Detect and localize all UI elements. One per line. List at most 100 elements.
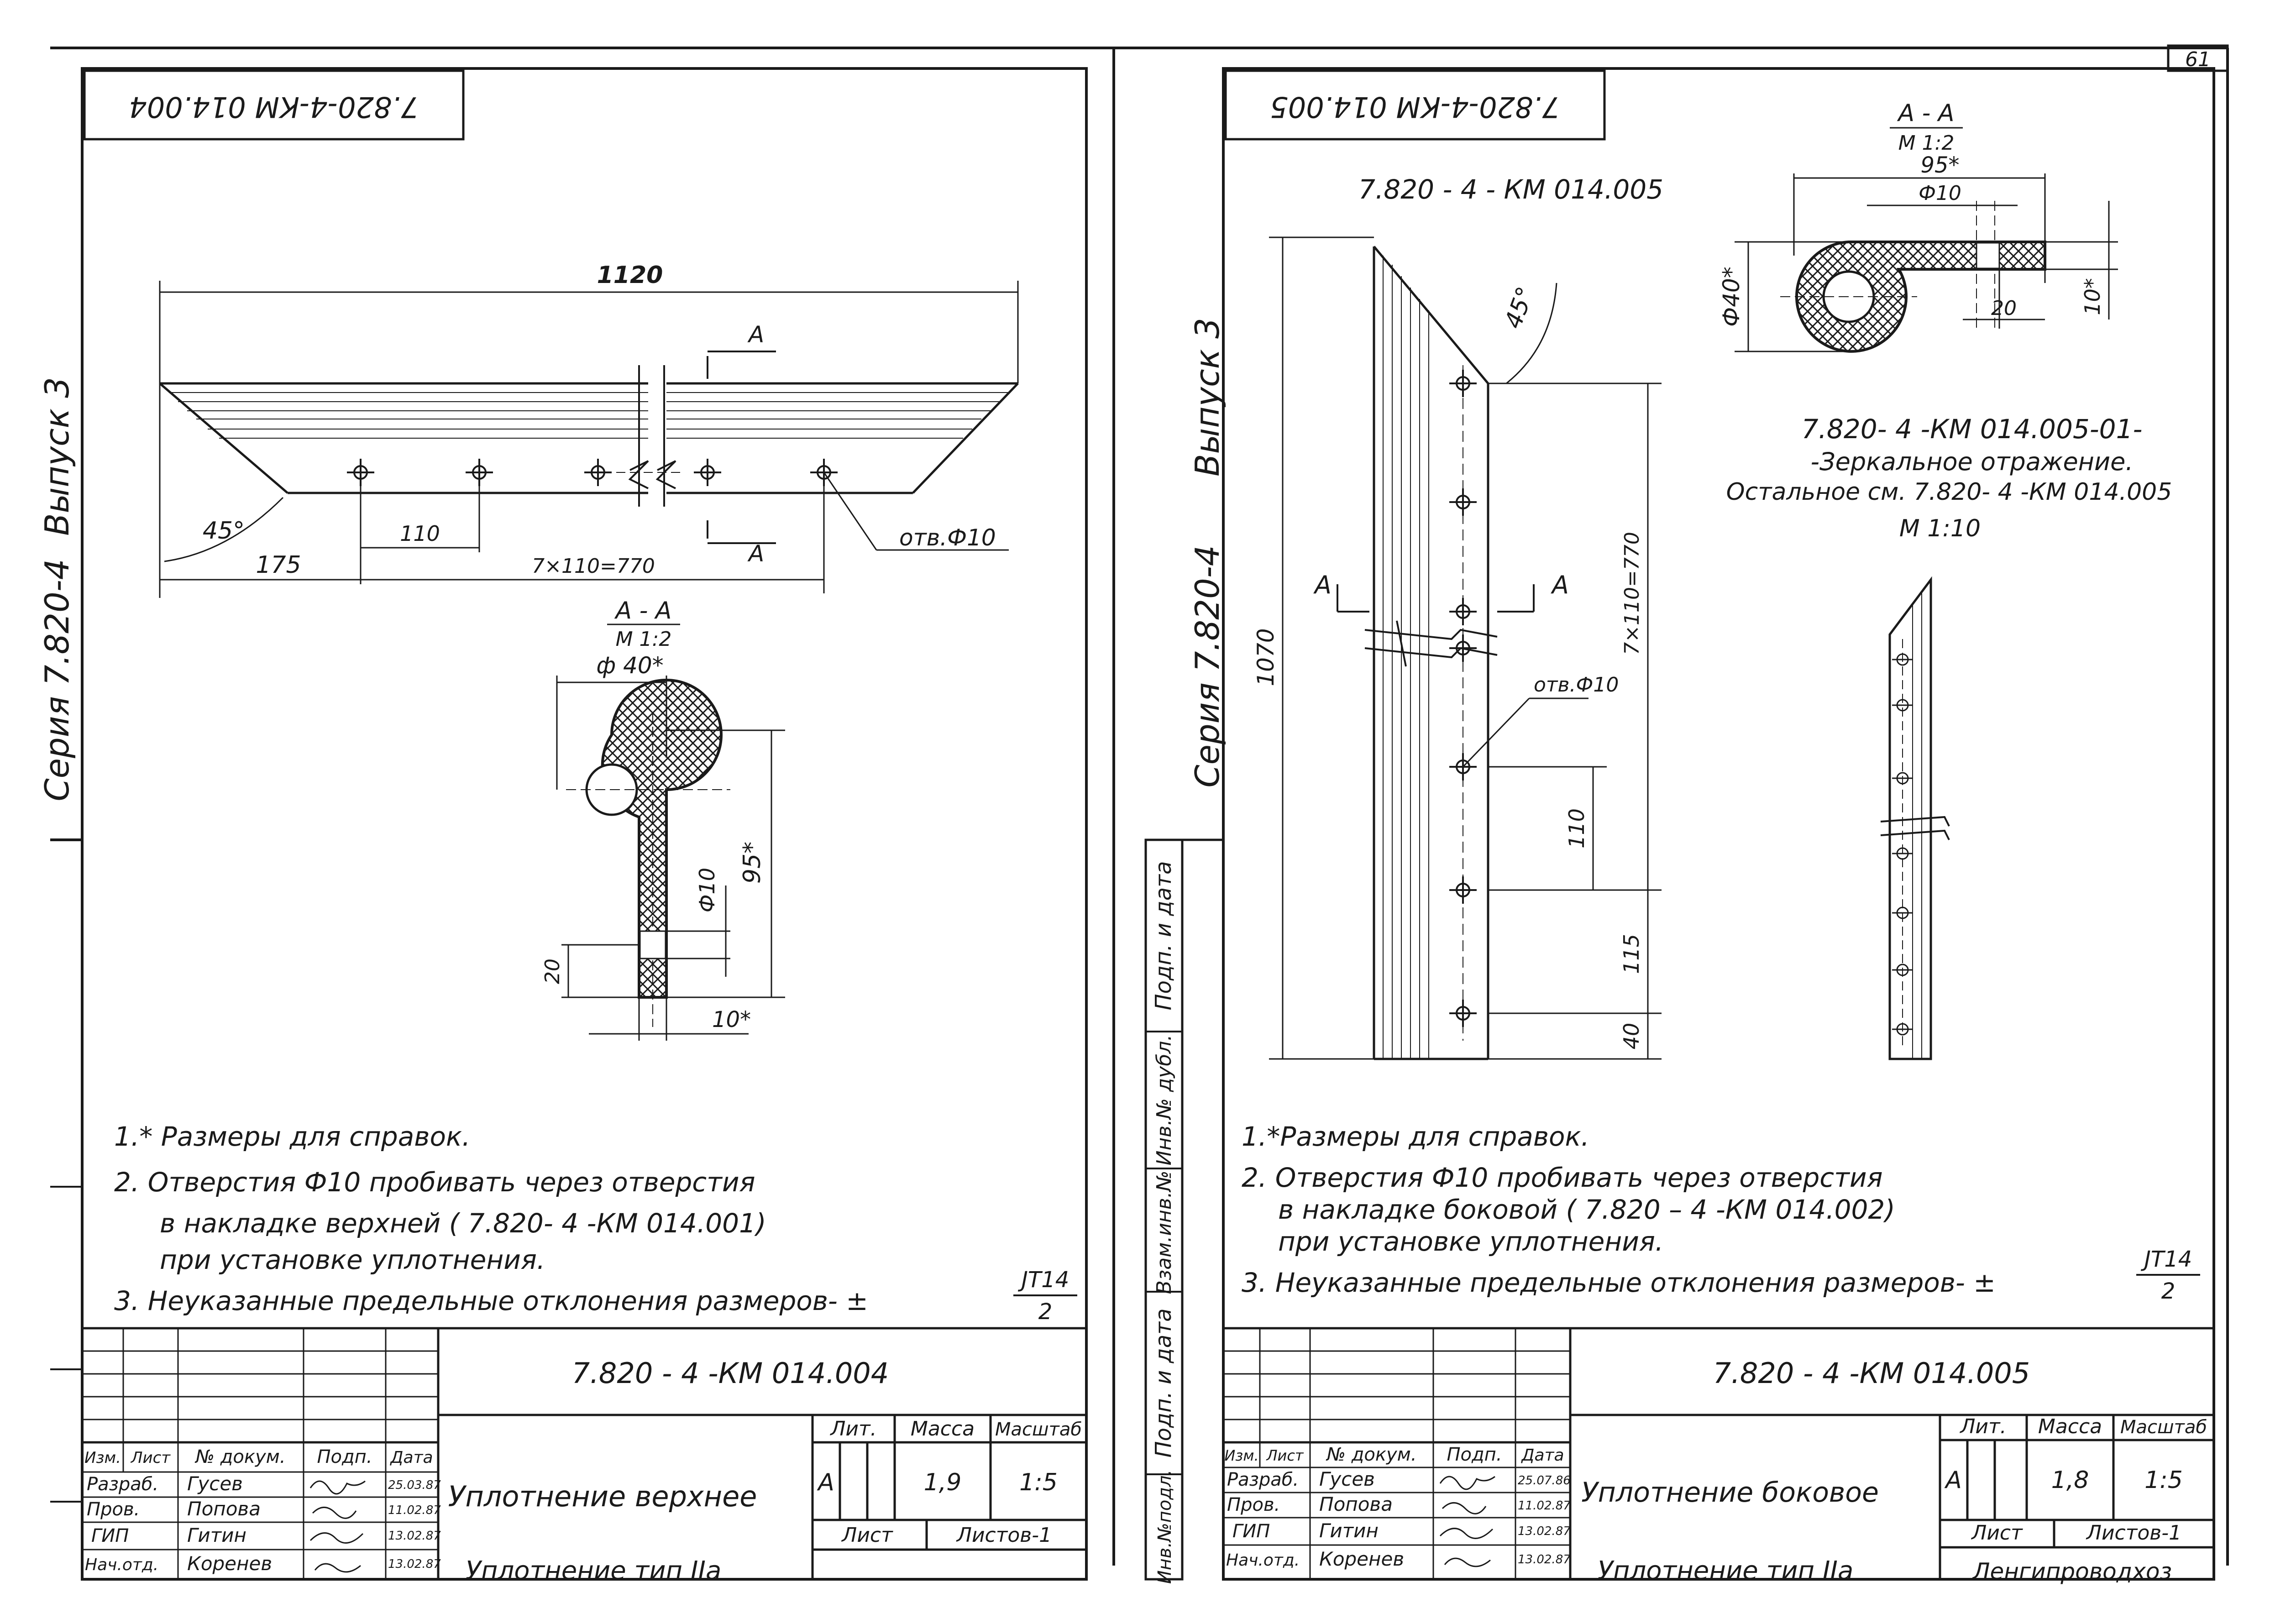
right-lit-label: Лит. bbox=[1959, 1415, 2006, 1438]
left-dim-spacing: 7×110=770 bbox=[532, 555, 655, 578]
right-part-name: Уплотнение боковое bbox=[1581, 1477, 1879, 1509]
right-row4-date: 13.02.87 bbox=[1518, 1553, 1571, 1566]
left-stamp-box: 7.820-4-КМ 014.004 bbox=[83, 69, 465, 141]
left-row3-name: Гитин bbox=[187, 1524, 246, 1546]
right-hdr-date: Дата bbox=[1520, 1446, 1564, 1465]
right-vstamp-2: Инв.№ дубл. bbox=[1153, 1034, 1176, 1165]
left-dim-total: 1120 bbox=[597, 262, 663, 289]
left-sheets-label: Листов-1 bbox=[956, 1524, 1052, 1547]
right-note-1: 1.*Размеры для справок. bbox=[1242, 1121, 1589, 1152]
right-section-scale: М 1:2 bbox=[1898, 131, 1955, 155]
right-note-2c: при установке уплотнения. bbox=[1278, 1226, 1663, 1257]
right-section-aa: А - А М 1:2 95* Ф10 Ф40* 20 10* bbox=[1718, 100, 2118, 353]
left-hole-note: отв.Ф10 bbox=[899, 524, 996, 551]
right-stamp-box: 7.820-4-КМ 014.005 bbox=[1224, 69, 1606, 141]
left-mass-value: 1,9 bbox=[924, 1469, 962, 1496]
left-section-w20: 20 bbox=[541, 959, 564, 984]
right-sheets-label: Листов-1 bbox=[2086, 1521, 2181, 1545]
right-row1-name: Гусев bbox=[1319, 1468, 1375, 1490]
right-part-subname: Уплотнение тип IIа bbox=[1598, 1556, 1854, 1586]
right-row2-name: Попова bbox=[1319, 1493, 1393, 1515]
right-hole-note: отв.Ф10 bbox=[1534, 673, 1619, 697]
left-section-aa: А - А М 1:2 ф 40* 95* Ф10 20 bbox=[541, 597, 785, 1041]
left-hdr-list: Лист bbox=[130, 1449, 171, 1467]
right-row4-name: Коренев bbox=[1319, 1548, 1404, 1570]
right-hdr-list: Лист bbox=[1266, 1447, 1304, 1464]
right-section-thickness: 10* bbox=[2080, 278, 2105, 315]
right-section-w20: 20 bbox=[1991, 297, 2017, 320]
right-signatures bbox=[1439, 1476, 1495, 1567]
right-dim-angle: 45° bbox=[1499, 283, 1540, 332]
left-scale-label: Масштаб bbox=[995, 1419, 1082, 1440]
left-note-3: 3. Неуказанные предельные отклонения раз… bbox=[114, 1285, 868, 1316]
right-row3-date: 13.02.87 bbox=[1518, 1524, 1571, 1538]
right-dim-end2: 40 bbox=[1619, 1023, 1644, 1050]
left-note-1: 1.* Размеры для справок. bbox=[114, 1121, 470, 1152]
right-mirror-part bbox=[1880, 576, 1950, 1060]
left-signatures bbox=[309, 1480, 366, 1573]
left-sheet-label: Лист bbox=[841, 1524, 893, 1547]
left-row4-role: Нач.отд. bbox=[85, 1556, 158, 1574]
left-section-scale: М 1:2 bbox=[616, 628, 672, 651]
right-dimensions: 1070 7×110=770 115 40 110 45° отв.Ф10 А … bbox=[1253, 236, 1662, 1060]
left-row4-name: Коренев bbox=[187, 1552, 272, 1575]
right-row3-name: Гитин bbox=[1319, 1519, 1379, 1542]
right-row4-role: Нач.отд. bbox=[1226, 1551, 1300, 1570]
right-hdr-doc: № докум. bbox=[1326, 1444, 1416, 1465]
left-note-2c: при установке уплотнения. bbox=[160, 1244, 545, 1275]
left-row2-date: 11.02.87 bbox=[388, 1504, 441, 1517]
right-mirror-line1: -Зеркальное отражение. bbox=[1811, 447, 2134, 476]
left-row3-role: ГИП bbox=[91, 1525, 129, 1546]
left-row4-date: 13.02.87 bbox=[388, 1557, 441, 1571]
right-mirror-code: 7.820- 4 -КМ 014.005-01- bbox=[1802, 414, 2143, 445]
right-lit-value: А bbox=[1944, 1467, 1962, 1494]
left-section-mark-top: А bbox=[747, 321, 764, 348]
right-sheet-label: Лист bbox=[1971, 1521, 2023, 1545]
left-series-label: Серия 7.820-4 bbox=[38, 559, 76, 801]
left-dim-offset: 175 bbox=[256, 551, 301, 579]
right-stamp-code: 7.820-4-КМ 014.005 bbox=[1270, 90, 1560, 124]
right-vstamp-3: Взам.инв.№ bbox=[1153, 1171, 1176, 1294]
left-row1-date: 25.03.87 bbox=[388, 1478, 441, 1492]
right-section-width: 95* bbox=[1920, 152, 1959, 178]
left-tol-den: 2 bbox=[1038, 1299, 1053, 1325]
left-lit-label: Лит. bbox=[829, 1417, 876, 1441]
right-section-mark-left: А bbox=[1313, 571, 1332, 599]
right-org: Ленгипроводхоз bbox=[1972, 1558, 2172, 1585]
right-section-title: А - А bbox=[1897, 100, 1955, 127]
right-note-2b: в накладке боковой ( 7.820 – 4 -КМ 014.0… bbox=[1278, 1194, 1895, 1225]
right-series-label: Серия 7.820-4 bbox=[1188, 545, 1227, 787]
left-note-2b: в накладке верхней ( 7.820- 4 -КМ 014.00… bbox=[160, 1208, 766, 1239]
left-section-mark-bottom: А bbox=[747, 540, 764, 567]
left-section-title: А - А bbox=[614, 597, 672, 624]
left-row1-name: Гусев bbox=[187, 1472, 243, 1495]
right-mirror-scale: М 1:10 bbox=[1899, 515, 1981, 542]
left-row2-role: Пров. bbox=[87, 1499, 140, 1520]
left-dimensions: 1120 110 175 7×110=770 45° отв.Ф10 А А bbox=[159, 262, 1019, 598]
right-vstamp-4: Подп. и дата bbox=[1151, 1309, 1176, 1458]
left-dim-pitch: 110 bbox=[400, 521, 440, 546]
left-tol-num: JT14 bbox=[1018, 1267, 1069, 1293]
right-part-elevation bbox=[1364, 246, 1498, 1060]
left-section-thickness: 10* bbox=[712, 1007, 751, 1032]
left-row3-date: 13.02.87 bbox=[388, 1529, 441, 1543]
right-scale-value: 1:5 bbox=[2144, 1467, 2183, 1494]
right-scale-label: Масштаб bbox=[2120, 1417, 2207, 1438]
left-section-hole: Ф10 bbox=[695, 868, 719, 912]
left-row2-name: Попова bbox=[187, 1498, 261, 1520]
left-part-name: Уплотнение верхнее bbox=[448, 1480, 757, 1513]
right-note-3: 3. Неуказанные предельные отклонения раз… bbox=[1242, 1267, 1996, 1298]
right-row3-role: ГИП bbox=[1232, 1521, 1270, 1542]
right-dim-total: 1070 bbox=[1253, 628, 1279, 686]
right-hdr-sign: Подп. bbox=[1447, 1444, 1502, 1465]
left-part-subname: Уплотнение тип IIа bbox=[466, 1556, 722, 1586]
right-title-block: 7.820 - 4 -КМ 014.005 Уплотнение боковое… bbox=[1223, 1327, 2214, 1586]
right-tol-den: 2 bbox=[2161, 1278, 2176, 1304]
left-notes: 1.* Размеры для справок. 2. Отверстия Ф1… bbox=[114, 1121, 1077, 1325]
right-doc-code: 7.820 - 4 -КМ 014.005 bbox=[1713, 1357, 2030, 1390]
right-section-mark-right: А bbox=[1551, 571, 1569, 599]
right-dim-pitch: 110 bbox=[1564, 808, 1589, 849]
right-sheet: 7.820-4-КМ 014.005 Выпуск 3 Серия 7.820-… bbox=[1144, 67, 2215, 1586]
left-sheet: 7.820-4-КМ 014.004 Выпуск 3 Серия 7.820-… bbox=[38, 67, 1088, 1586]
